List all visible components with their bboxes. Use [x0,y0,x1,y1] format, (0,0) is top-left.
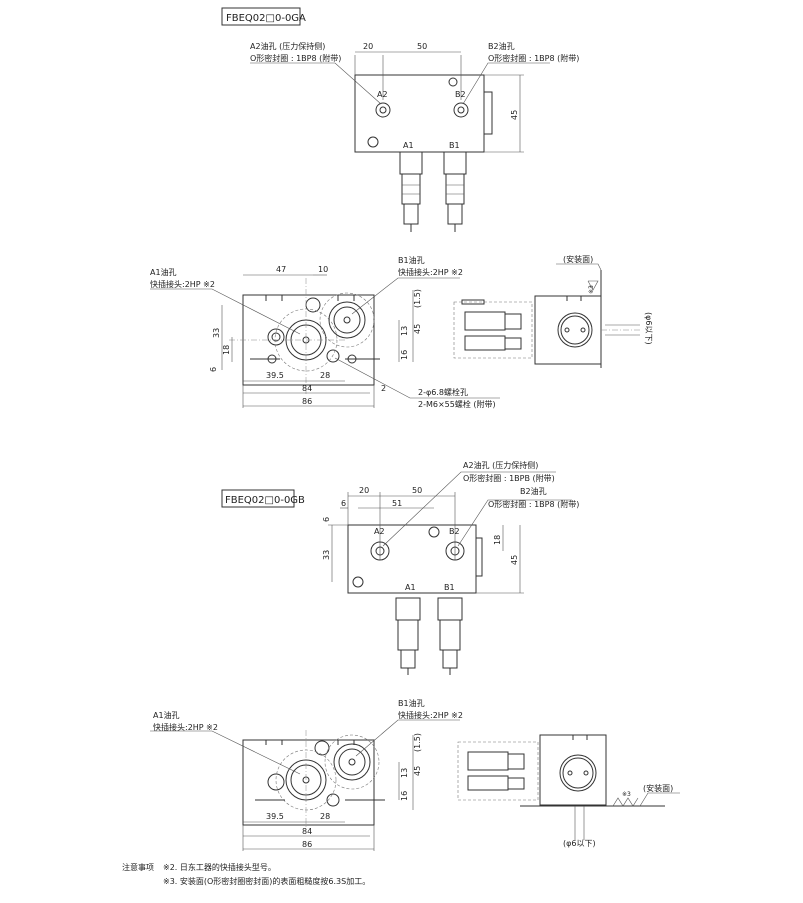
port-b2-hole [453,102,469,118]
dim-18: 18 [222,345,231,355]
a1-port-label: A1油孔 [153,710,180,720]
coupler-b1 [443,151,467,232]
dim-6: 6 [209,367,218,372]
port-a2-label: A2 [374,527,385,536]
ga-front-view: 47 10 33 18 6 13 45 16 (1.5) 39.5 28 84 … [150,255,500,409]
ga-top-view: 20 50 45 A2 B2 A1 B1 A2油孔 (压力保持侧) O形密封圈 … [250,41,579,232]
dim-84: 84 [302,827,312,836]
dim-6: 6 [341,499,346,508]
a1-coupler-label: 快插接头:2HP ※2 [150,279,215,289]
dim-6: 6 [322,517,331,522]
dim-45: 45 [510,555,519,565]
bolt-hole [367,136,379,148]
dim-45: 45 [413,766,422,776]
b1-port-label: B1油孔 [398,255,425,265]
coupler-a1 [399,151,423,232]
gb-top-view: 20 50 51 6 6 33 18 45 A2 B2 A1 B1 A2油孔 (… [322,460,579,675]
diameter-label: (φ6以下) [644,312,653,345]
b2-port-label: B2油孔 [520,486,547,496]
dim-39-5: 39.5 [266,812,284,821]
dim-39-5: 39.5 [266,371,284,380]
roughness-note: ※3 [588,285,595,294]
note-3: ※3. 安装面(O形密封圈密封面)的表面粗糙度按6.3S加工。 [163,876,370,886]
dim-18: 18 [493,535,502,545]
mount-face-label: (安装面) [643,783,673,793]
a1-port-label: A1油孔 [150,267,177,277]
dim-45: 45 [510,110,519,120]
dim-1-5: (1.5) [413,733,422,752]
ga-side-view: (安装面) ※3 (φ6以下) [453,254,653,368]
dim-86: 86 [302,397,312,406]
dim-50: 50 [417,42,427,51]
dim-20: 20 [359,486,369,495]
port-a2-label: A2 [377,90,388,99]
dim-28: 28 [320,812,330,821]
model-gb-drawing: FBEQ02□0-0GB 20 50 51 6 6 33 18 45 A2 B2… [150,460,680,851]
a2-seal-label: O形密封圈 : 1BP8 (附带) [250,53,341,63]
port-a1-label: A1 [405,583,416,592]
model-gb-title-box [221,489,295,508]
model-ga-title-box [221,7,301,26]
gb-side-view: ※3 (安装面) (φ6以下) [457,734,680,848]
port-a1-label: A1 [403,141,414,150]
port-a2-hole [375,102,391,118]
valve-block [354,74,485,153]
a2-port-label: A2油孔 (压力保持侧) [250,41,325,51]
port-b1-label: B1 [449,141,460,150]
port-b2-label: B2 [449,527,460,536]
block-protrusion [483,91,493,135]
b1-coupler-label: 快插接头:2HP ※2 [398,710,463,720]
port-b1-label: B1 [444,583,455,592]
dim-1-5: (1.5) [413,289,422,308]
dim-47: 47 [276,265,286,274]
diameter-label: (φ6以下) [563,839,596,848]
model-gb-title: FBEQ02□0-0GB [225,495,305,506]
dim-16: 16 [400,350,409,360]
gb-front-view: 13 45 16 (1.5) 39.5 28 84 86 A1油孔 快插接头:2… [150,698,463,851]
dim-51: 51 [392,499,402,508]
dim-28: 28 [320,371,330,380]
bolt-hole [448,77,458,87]
dim-10: 10 [318,265,328,274]
model-ga-drawing: FBEQ02□0-0GA 20 50 45 A2 B2 A1 B1 A2油孔 (… [150,7,653,409]
bolt-hole-label: 2-φ6.8螺栓孔 [418,387,468,397]
dim-13: 13 [400,768,409,778]
notes: 注意事项 ※2. 日东工器的快插接头型号。 ※3. 安装面(O形密封圈密封面)的… [122,862,370,886]
roughness-note: ※3 [622,791,631,798]
b2-port-label: B2油孔 [488,41,515,51]
note-2: ※2. 日东工器的快插接头型号。 [163,862,276,872]
dim-86: 86 [302,840,312,849]
b2-seal-label: O形密封圈 : 1BP8 (附带) [488,499,579,509]
dim-33: 33 [212,328,221,338]
dim-50: 50 [412,486,422,495]
a2-seal-label: O形密封圈 : 1BPB (附带) [463,473,555,483]
dim-2: 2 [381,384,386,393]
b1-coupler-label: 快插接头:2HP ※2 [398,267,463,277]
dim-33: 33 [322,550,331,560]
coupler-b1 [437,597,463,675]
dim-84: 84 [302,384,312,393]
dim-20: 20 [363,42,373,51]
model-ga-title: FBEQ02□0-0GA [226,13,306,24]
a1-coupler-label: 快插接头:2HP ※2 [153,722,218,732]
port-b1-coupler-circle [328,301,366,339]
dim-13: 13 [400,326,409,336]
b1-port-label: B1油孔 [398,698,425,708]
mount-face-label: (安装面) [563,254,593,264]
coupler-a1 [395,597,421,675]
port-b2-label: B2 [455,90,466,99]
dim-16: 16 [400,791,409,801]
dim-45: 45 [413,324,422,334]
a2-port-label: A2油孔 (压力保持侧) [463,460,538,470]
bolt-label: 2-M6×55螺栓 (附带) [418,399,496,409]
b2-seal-label: O形密封圈 : 1BP8 (附带) [488,53,579,63]
notes-heading: 注意事项 [122,862,154,872]
